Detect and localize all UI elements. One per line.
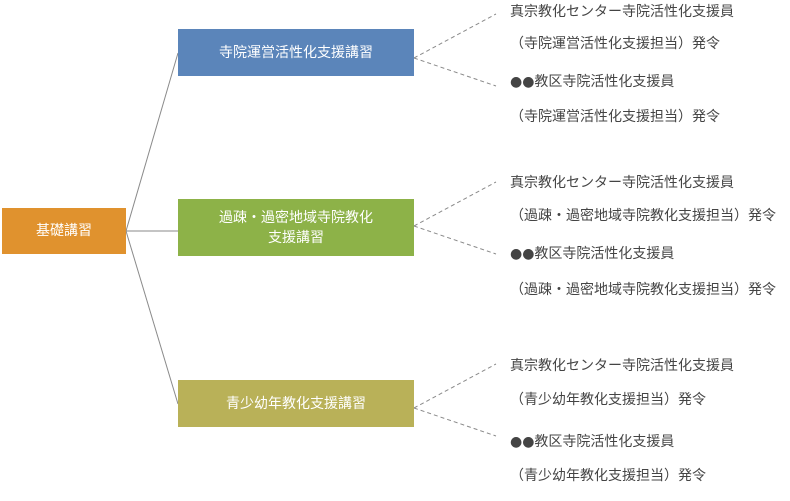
temple-to-diocese-dashed-line [413, 57, 497, 87]
rural-center-note: （過疎・過密地域寺院教化支援担当）発令 [510, 208, 776, 224]
temple-management-course-label: 寺院運営活性化支援講習 [219, 44, 373, 61]
rural-urban-course-label-line2: 支援講習 [268, 229, 324, 246]
rural-diocese-note: （過疎・過密地域寺院教化支援担当）発令 [510, 282, 776, 298]
youth-course-label: 青少幼年教化支援講習 [226, 395, 366, 412]
youth-center-title: 真宗教化センター寺院活性化支援員 [510, 358, 734, 374]
temple-to-center-dashed-line [413, 13, 497, 59]
temple-management-course-box: 寺院運営活性化支援講習 [178, 29, 414, 76]
basic-course-label: 基礎講習 [36, 223, 92, 239]
rural-to-center-dashed-line [413, 181, 497, 227]
youth-to-center-dashed-line [413, 363, 497, 409]
rural-diocese-title: ●●教区寺院活性化支援員 [510, 246, 675, 262]
basic-course-box: 基礎講習 [2, 208, 126, 254]
rural-center-title: 真宗教化センター寺院活性化支援員 [510, 175, 734, 191]
youth-course-box: 青少幼年教化支援講習 [178, 380, 414, 427]
youth-diocese-title: ●●教区寺院活性化支援員 [510, 434, 675, 450]
root-to-temple-line [125, 52, 179, 232]
root-to-youth-line [125, 230, 179, 405]
temple-diocese-title: ●●教区寺院活性化支援員 [510, 74, 675, 90]
temple-center-title: 真宗教化センター寺院活性化支援員 [510, 4, 734, 20]
rural-urban-course-label-line1: 過疎・過密地域寺院教化 [219, 209, 373, 226]
youth-to-diocese-dashed-line [413, 407, 497, 437]
rural-urban-course-box: 過疎・過密地域寺院教化 支援講習 [178, 199, 414, 256]
rural-to-diocese-dashed-line [413, 225, 497, 255]
youth-diocese-note: （青少幼年教化支援担当）発令 [510, 468, 706, 484]
temple-center-note: （寺院運営活性化支援担当）発令 [510, 36, 720, 52]
temple-diocese-note: （寺院運営活性化支援担当）発令 [510, 109, 720, 125]
youth-center-note: （青少幼年教化支援担当）発令 [510, 392, 706, 408]
